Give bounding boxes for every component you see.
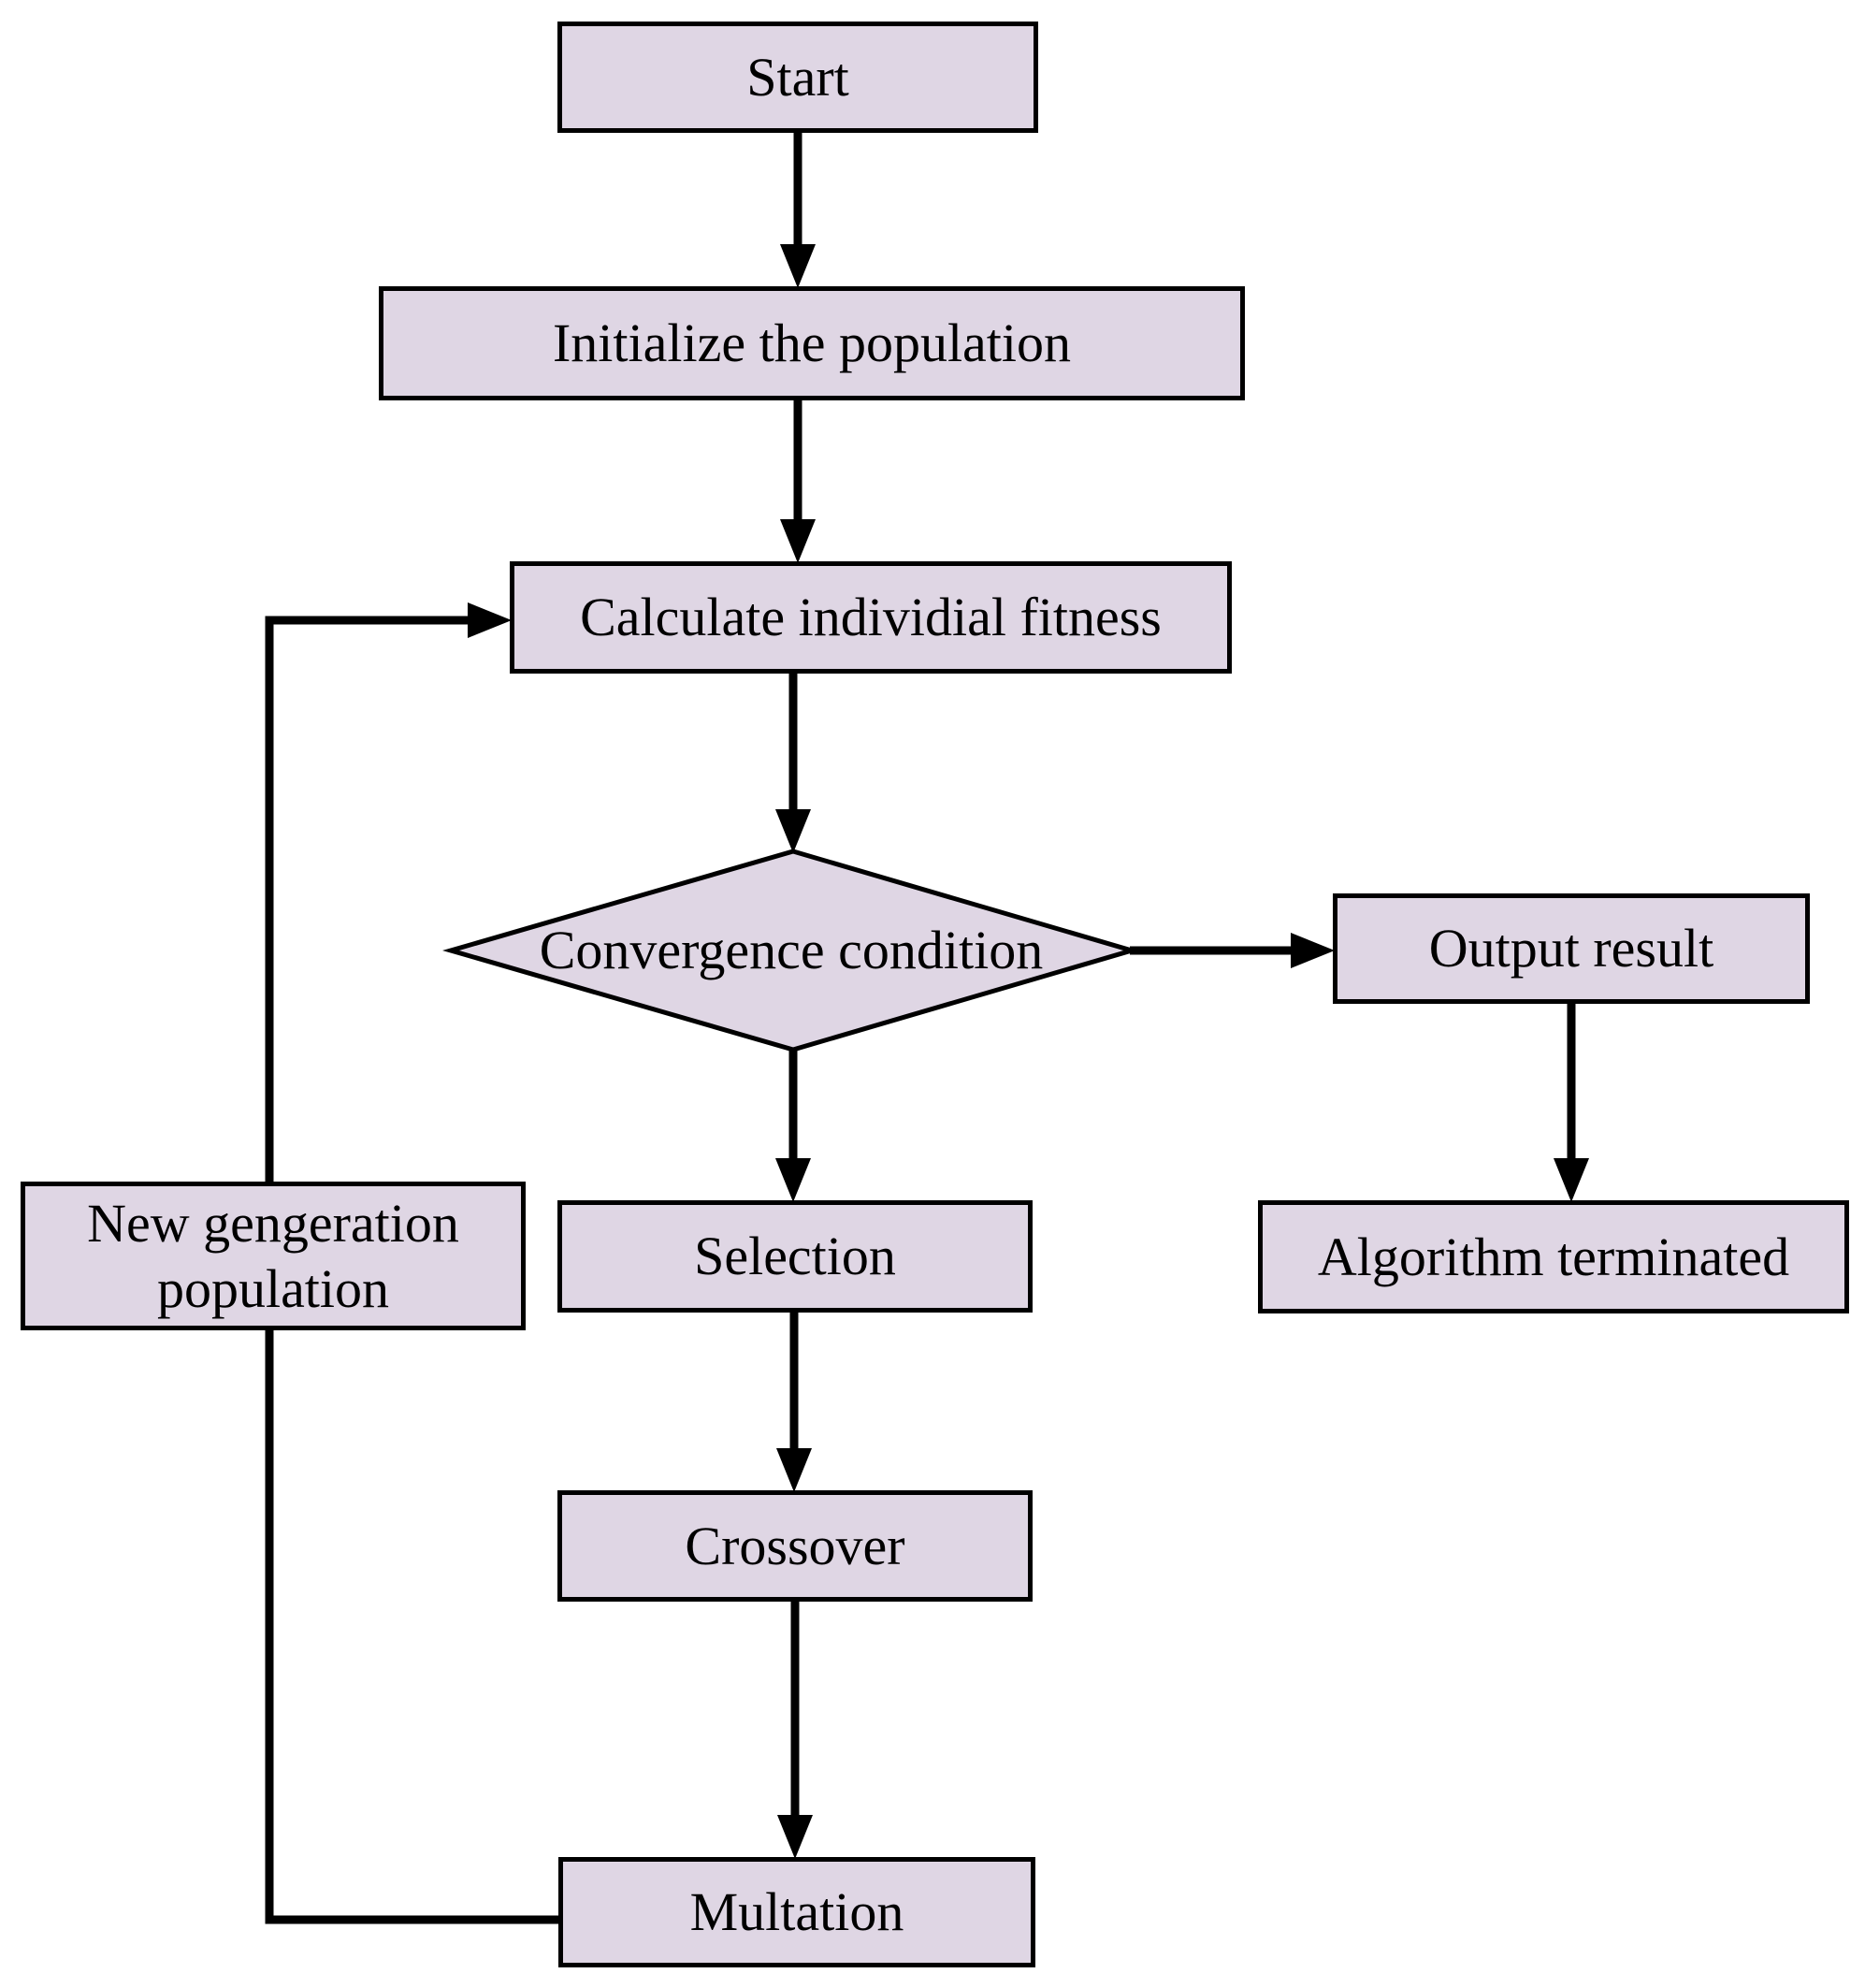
arrowhead-convergence-to-selection xyxy=(775,1158,811,1202)
arrowhead-loop-to-calculate xyxy=(468,602,512,638)
node-calculate-fitness-label: Calculate individial fitness xyxy=(580,587,1162,648)
arrowhead-convergence-to-output xyxy=(1291,933,1335,968)
node-output-result-label: Output result xyxy=(1428,918,1714,979)
node-calculate-fitness: Calculate individial fitness xyxy=(510,561,1232,674)
node-selection: Selection xyxy=(557,1200,1033,1313)
node-crossover-label: Crossover xyxy=(685,1515,905,1576)
arrowhead-initialize-to-calculate xyxy=(780,519,816,563)
node-initialize-population: Initialize the population xyxy=(379,286,1245,400)
node-convergence-decision: Convergence condition xyxy=(451,918,1132,983)
node-crossover: Crossover xyxy=(557,1490,1033,1602)
arrowhead-selection-to-crossover xyxy=(776,1448,812,1492)
node-initialize-population-label: Initialize the population xyxy=(552,312,1072,374)
node-start-label: Start xyxy=(746,46,849,108)
node-output-result: Output result xyxy=(1333,893,1810,1004)
node-start: Start xyxy=(557,22,1038,133)
node-new-generation-population-label: New gengeration population xyxy=(87,1192,459,1319)
node-mutation: Multation xyxy=(558,1857,1035,1967)
node-new-generation-population: New gengeration population xyxy=(21,1182,526,1330)
node-convergence-decision-label: Convergence condition xyxy=(539,920,1044,981)
node-algorithm-terminated-label: Algorithm terminated xyxy=(1317,1226,1790,1287)
arrowhead-calculate-to-convergence xyxy=(775,809,811,853)
arrowhead-crossover-to-mutation xyxy=(777,1815,813,1859)
node-selection-label: Selection xyxy=(694,1226,896,1287)
arrowhead-output-to-terminated xyxy=(1554,1158,1589,1202)
node-mutation-label: Multation xyxy=(689,1881,904,1943)
node-algorithm-terminated: Algorithm terminated xyxy=(1258,1200,1849,1313)
arrowhead-start-to-initialize xyxy=(780,244,816,288)
